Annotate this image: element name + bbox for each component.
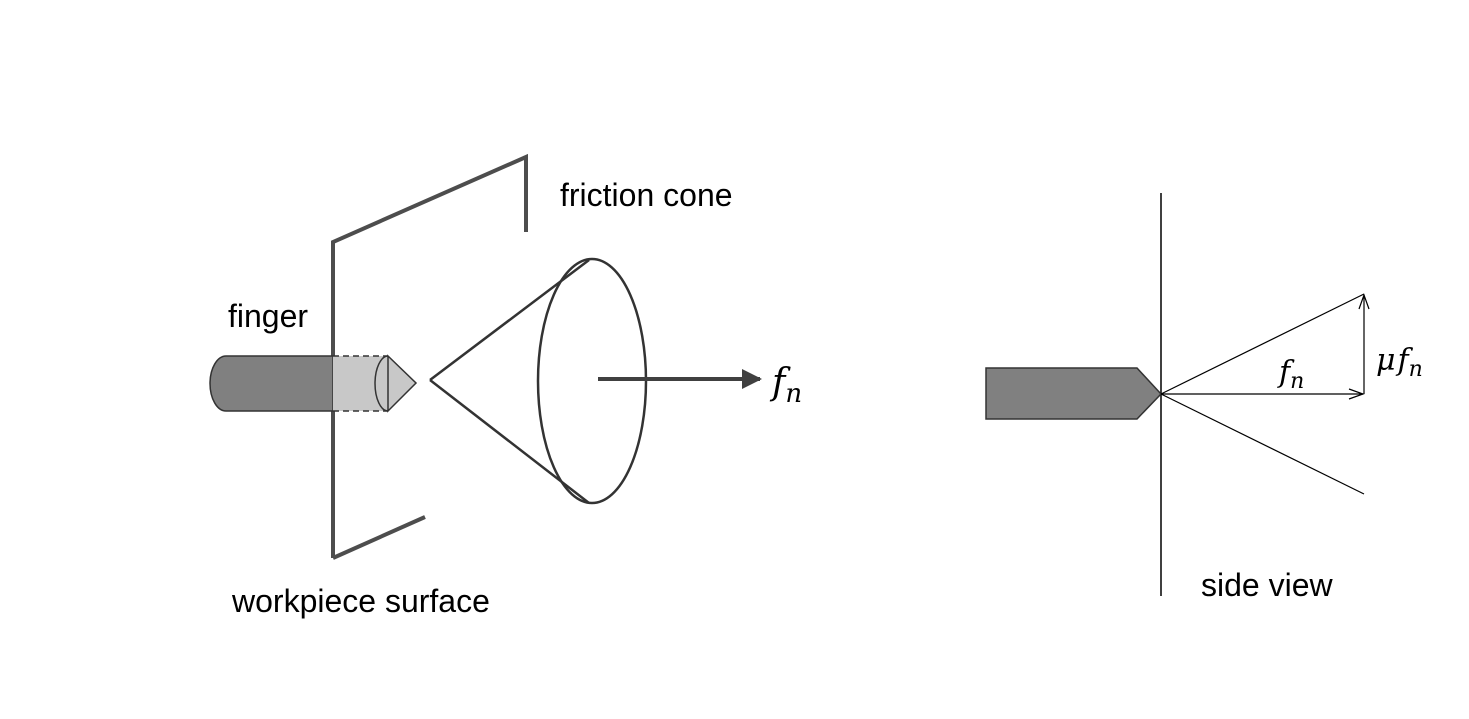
- normal-force-label: fn: [769, 362, 802, 409]
- workpiece-surface-plane-bottom: [332, 515, 426, 560]
- side-view-label: side view: [1201, 567, 1334, 603]
- workpiece-surface-label: workpiece surface: [231, 583, 490, 619]
- side-view-normal-force-label: fn: [1277, 355, 1304, 394]
- finger-3d: [209, 354, 418, 413]
- friction-cone-label: friction cone: [560, 177, 733, 213]
- side-view-friction-force-label: μfn: [1376, 343, 1423, 382]
- finger-label: finger: [228, 298, 308, 334]
- side-view: fn μfn side view: [985, 193, 1423, 603]
- side-view-finger: [985, 367, 1163, 420]
